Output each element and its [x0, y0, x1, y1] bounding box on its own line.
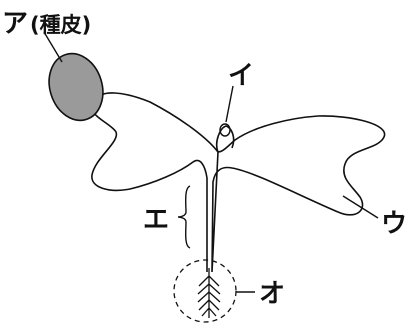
- root-hairs: [198, 268, 220, 318]
- label-a: ア: [2, 9, 28, 39]
- leader-i: [226, 86, 233, 122]
- seed-coat: [41, 47, 111, 128]
- label-o: オ: [259, 279, 285, 309]
- label-a-note: (種皮): [30, 13, 91, 37]
- label-i: イ: [228, 61, 254, 91]
- hypocotyl-bracket: [178, 186, 190, 248]
- label-u: ウ: [381, 209, 407, 239]
- label-e: エ: [143, 205, 169, 235]
- cotyledon-outline: [92, 93, 385, 272]
